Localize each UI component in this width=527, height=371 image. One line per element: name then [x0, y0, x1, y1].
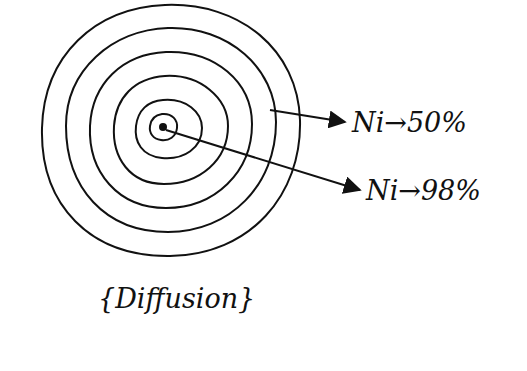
ring: [90, 52, 252, 208]
leader-arrow: [166, 130, 360, 190]
ring: [66, 28, 276, 232]
leader-arrow: [270, 110, 345, 122]
outer-ring: [42, 5, 300, 256]
ring: [136, 100, 202, 158]
ring: [114, 76, 228, 184]
inner-ring: [150, 114, 177, 140]
center-dot: [159, 123, 167, 131]
caption-text: {Diffusion}: [98, 284, 255, 314]
composition-label: Ni→50%: [352, 108, 467, 138]
composition-label: Ni→98%: [366, 176, 481, 206]
concentric-rings: [42, 5, 300, 256]
